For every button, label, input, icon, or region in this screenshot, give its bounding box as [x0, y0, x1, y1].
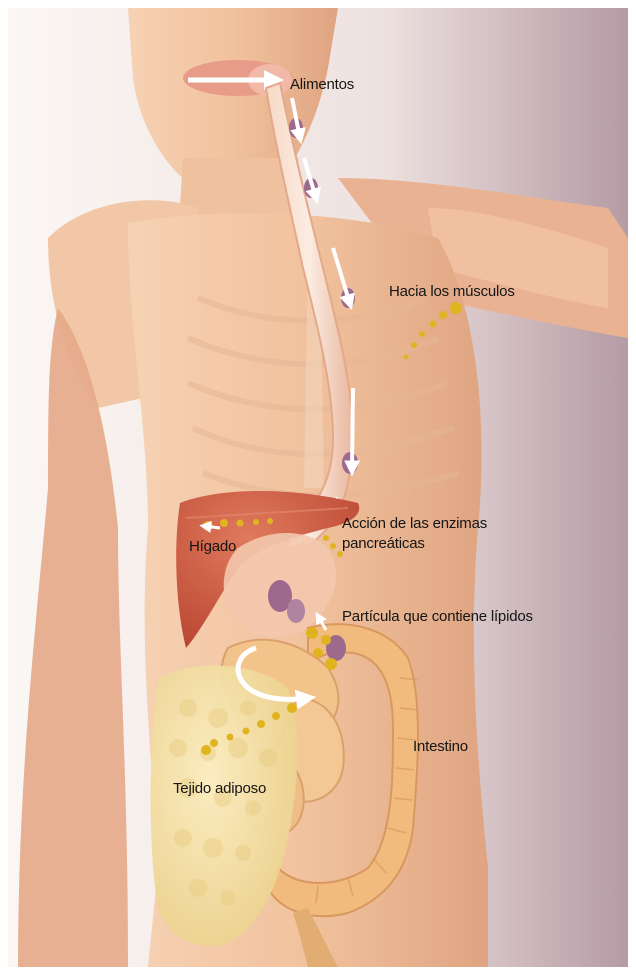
label-adipose: Tejido adiposo — [173, 780, 266, 798]
label-liver: Hígado — [189, 538, 236, 556]
label-muscles: Hacia los músculos — [389, 283, 515, 301]
label-food: Alimentos — [290, 76, 354, 94]
anatomy-illustration: Alimentos Hacia los músculos Acción de l… — [8, 8, 628, 967]
label-intestine: Intestino — [413, 738, 468, 756]
label-enzymes-line1: Acción de las enzimas — [342, 515, 487, 533]
body-illustration — [8, 8, 628, 967]
food-bolus — [342, 452, 358, 474]
label-lipid-particle: Partícula que contiene lípidos — [342, 608, 533, 626]
label-enzymes-line2: pancreáticas — [342, 535, 425, 553]
